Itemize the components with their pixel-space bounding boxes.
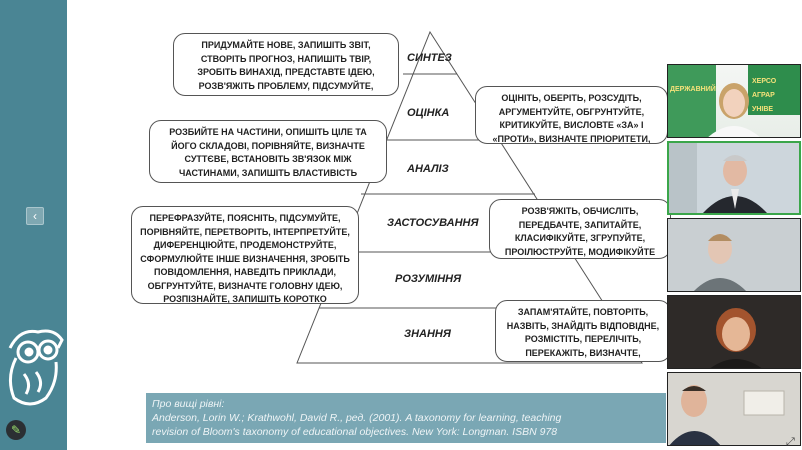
svg-text:УНІВЕ: УНІВЕ (752, 106, 773, 113)
participant-1[interactable]: ДЕРЖАВНИЙ ХЕРСО АГРАР УНІВЕ (667, 64, 801, 138)
svg-text:ДЕРЖАВНИЙ: ДЕРЖАВНИЙ (670, 84, 716, 93)
svg-text:АГРАР: АГРАР (752, 92, 775, 99)
level-evaluation: ОЦІНКА (407, 107, 450, 119)
edit-button[interactable]: ✎ (6, 420, 26, 440)
bubble-synthesis: ПРИДУМАЙТЕ НОВЕ, ЗАПИШІТЬ ЗВІТ, СТВОРІТЬ… (173, 33, 399, 96)
level-comprehension: РОЗУМІННЯ (395, 273, 462, 285)
chevron-left-icon: ‹ (33, 209, 37, 223)
video-feed: ДЕРЖАВНИЙ ХЕРСО АГРАР УНІВЕ (668, 65, 800, 137)
prev-slide-button[interactable]: ‹ (26, 207, 44, 225)
more-options-icon[interactable]: ⤢ (786, 436, 795, 448)
svg-text:ХЕРСО: ХЕРСО (752, 78, 777, 85)
bubble-analysis: РОЗБИЙТЕ НА ЧАСТИНИ, ОПИШІТЬ ЦІЛЕ ТА ЙОГ… (149, 120, 387, 183)
owl-logo-icon (8, 329, 64, 406)
participant-2[interactable] (667, 141, 801, 215)
bubble-comprehension: ПЕРЕФРАЗУЙТЕ, ПОЯСНІТЬ, ПІДСУМУЙТЕ, ПОРІ… (131, 206, 359, 304)
bubble-evaluation: ОЦІНІТЬ, ОБЕРІТЬ, РОЗСУДІТЬ, АРГУМЕНТУЙТ… (475, 86, 668, 144)
participant-5[interactable] (667, 372, 801, 446)
video-feed (669, 385, 785, 445)
reference-line-1: Про вищі рівні: (152, 398, 225, 410)
reference-box: Про вищі рівні: Anderson, Lorin W.; Krat… (146, 393, 666, 443)
level-knowledge: ЗНАННЯ (404, 328, 451, 340)
video-feed (710, 308, 762, 368)
participant-strip: ДЕРЖАВНИЙ ХЕРСО АГРАР УНІВЕ (667, 64, 802, 450)
pencil-icon: ✎ (10, 423, 22, 437)
level-synthesis: СИНТЕЗ (407, 52, 452, 64)
participant-4[interactable] (667, 295, 801, 369)
level-application: ЗАСТОСУВАННЯ (387, 217, 479, 229)
side-panel: ‹ ✎ (0, 0, 67, 450)
video-feed (694, 234, 746, 291)
bubble-knowledge: ЗАПАМ'ЯТАЙТЕ, ПОВТОРІТЬ, НАЗВІТЬ, ЗНАЙДІ… (495, 300, 671, 362)
level-analysis: АНАЛІЗ (407, 163, 449, 175)
reference-line-3: revision of Bloom's taxonomy of educatio… (152, 426, 558, 438)
video-feed (669, 143, 767, 213)
participant-3[interactable] (667, 218, 801, 292)
bubble-application: РОЗВ'ЯЖІТЬ, ОБЧИСЛІТЬ, ПЕРЕДБАЧТЕ, ЗАПИТ… (489, 199, 671, 259)
reference-line-2: Anderson, Lorin W.; Krathwohl, David R.,… (152, 412, 562, 424)
